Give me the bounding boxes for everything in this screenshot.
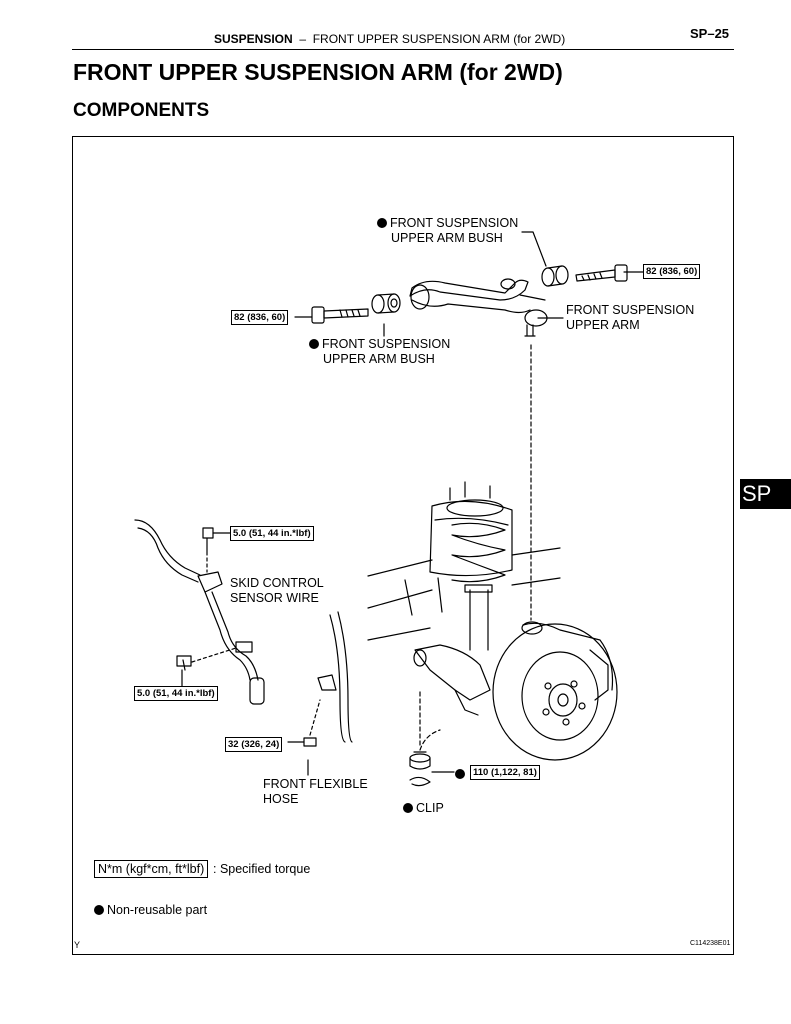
legend-torque-desc: : Specified torque (213, 862, 311, 876)
label-bush-top-line1: FRONT SUSPENSION (390, 216, 519, 230)
arm-bolt-right-drawing (575, 264, 628, 282)
label-bush-left: FRONT SUSPENSION UPPER ARM BUSH (309, 337, 450, 367)
ball-joint-nut-drawing (409, 751, 431, 770)
page-number: SP–25 (690, 26, 730, 41)
nonreusable-dot-icon (309, 339, 319, 349)
label-flexible-hose: FRONT FLEXIBLE HOSE (263, 777, 368, 807)
header-section-name: SUSPENSION (214, 32, 293, 46)
legend-nonreusable-text: Non-reusable part (107, 903, 208, 917)
arm-bolt-left-drawing (311, 306, 369, 324)
label-upper-arm-line2: UPPER ARM (566, 318, 640, 332)
label-clip-text: CLIP (416, 801, 444, 815)
torque-arm-left: 82 (836, 60) (231, 310, 289, 325)
torque-arm-right: 82 (836, 60) (643, 264, 701, 279)
label-bush-top: FRONT SUSPENSION UPPER ARM BUSH (377, 216, 518, 246)
sensor-wire-drawing (134, 519, 265, 705)
torque-hose: 32 (326, 24) (225, 737, 283, 752)
header-rule (72, 49, 734, 50)
label-bush-left-line1: FRONT SUSPENSION (322, 337, 451, 351)
upper-arm-bush-left-drawing (371, 293, 401, 314)
label-upper-arm: FRONT SUSPENSION UPPER ARM (566, 303, 694, 333)
label-flexible-hose-line1: FRONT FLEXIBLE (263, 777, 368, 791)
label-sensor-wire-line1: SKID CONTROL (230, 576, 324, 590)
label-bush-top-line2: UPPER ARM BUSH (391, 231, 503, 245)
upper-arm-bush-right-drawing (541, 265, 569, 287)
nonreusable-dot-icon (94, 905, 104, 915)
label-clip: CLIP (403, 801, 444, 816)
label-upper-arm-line1: FRONT SUSPENSION (566, 303, 695, 317)
clip-drawing (409, 776, 431, 787)
nonreusable-dot-icon (455, 769, 465, 779)
knuckle-drawing (413, 644, 491, 716)
corner-mark: Y (74, 940, 81, 950)
nonreusable-dot-nut (455, 767, 468, 782)
page-title: FRONT UPPER SUSPENSION ARM (for 2WD) (73, 59, 563, 85)
brake-disc-drawing (492, 621, 618, 761)
figure-frame (72, 136, 734, 955)
section-title: COMPONENTS (73, 100, 210, 121)
flexible-hose-drawing (287, 611, 353, 747)
label-flexible-hose-line2: HOSE (263, 792, 299, 806)
torque-sensor-bottom: 5.0 (51, 44 in.*lbf) (134, 686, 218, 701)
legend-nonreusable: Non-reusable part (94, 903, 207, 917)
header-subsection: FRONT UPPER SUSPENSION ARM (for 2WD) (312, 32, 566, 46)
upper-arm-drawing (409, 278, 548, 337)
strut-assembly-drawing (429, 481, 513, 651)
label-sensor-wire-line2: SENSOR WIRE (230, 591, 319, 605)
nonreusable-dot-icon (377, 218, 387, 228)
torque-sensor-top: 5.0 (51, 44 in.*lbf) (230, 526, 314, 541)
section-tab: SP (740, 479, 791, 509)
header-separator: – (299, 32, 307, 46)
figure-code: C114238E01 (690, 940, 731, 947)
header-section: SUSPENSION – FRONT UPPER SUSPENSION ARM … (214, 32, 565, 46)
legend-torque-unit: N*m (kgf*cm, ft*lbf) (94, 860, 209, 878)
label-sensor-wire: SKID CONTROL SENSOR WIRE (230, 576, 324, 606)
nonreusable-dot-icon (403, 803, 413, 813)
label-bush-left-line2: UPPER ARM BUSH (323, 352, 435, 366)
torque-ball-joint: 110 (1,122, 81) (470, 765, 540, 780)
